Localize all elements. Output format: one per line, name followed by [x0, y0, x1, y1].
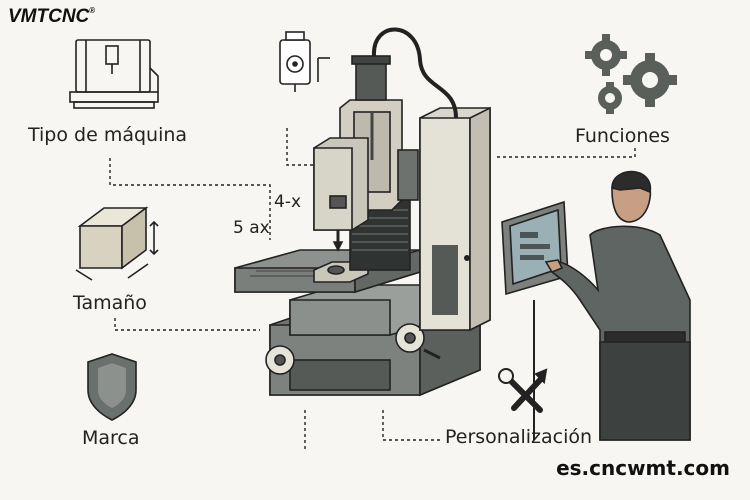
label-size: Tamaño	[73, 292, 147, 314]
label-functions: Funciones	[575, 125, 670, 147]
connector-lines	[109, 128, 636, 450]
label-machine-type: Tipo de máquina	[28, 124, 188, 146]
connector-functions	[495, 148, 636, 158]
milling-machine-illustration	[234, 27, 491, 397]
connector-customization	[382, 410, 440, 441]
connector-machine-type	[109, 158, 271, 240]
label-brand: Marca	[82, 427, 140, 449]
cube-icon	[75, 206, 159, 281]
shield-icon	[87, 353, 137, 421]
connector-spindle	[286, 128, 318, 166]
label-axis-5: 5 ax	[233, 218, 270, 238]
operator-illustration	[501, 170, 691, 441]
registered-mark: ®	[89, 6, 96, 15]
brand-logo: VMTCNC®	[8, 6, 95, 28]
label-axis-4: 4-x	[274, 192, 302, 212]
gears-icon	[585, 34, 677, 114]
spindle-motor-icon	[279, 31, 330, 92]
cnc-machine-icon	[69, 39, 159, 109]
label-customization: Personalización	[445, 426, 593, 448]
website-url: es.cncwmt.com	[556, 456, 730, 480]
wrench-screwdriver-icon	[498, 368, 548, 413]
connector-size	[114, 318, 260, 331]
brand-logo-text: VMTCNC	[8, 6, 90, 27]
